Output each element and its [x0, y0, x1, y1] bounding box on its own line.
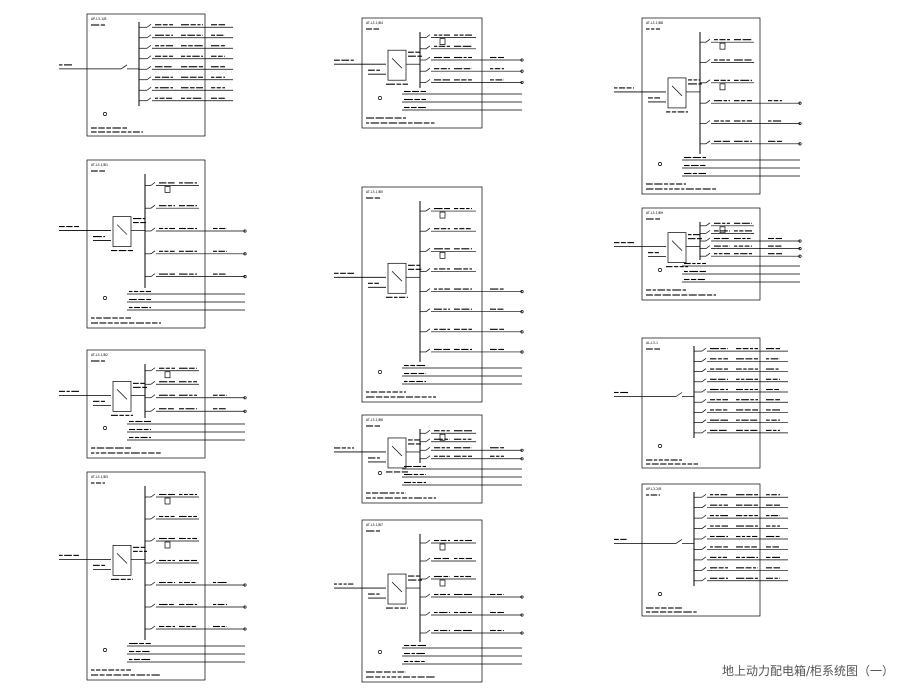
ats-switch — [388, 438, 406, 468]
panel-frame — [362, 187, 482, 402]
ats-switch — [113, 381, 131, 411]
contactor — [440, 212, 445, 218]
ground-icon — [378, 370, 381, 373]
ground-icon — [103, 112, 106, 115]
contactor — [440, 39, 445, 45]
ats-switch — [388, 50, 406, 80]
panel-title: AT-L3-1/B1 — [91, 163, 108, 167]
ats-switch — [388, 263, 406, 293]
ground-icon — [103, 426, 106, 429]
ground-icon — [378, 471, 381, 474]
ground-icon — [103, 648, 106, 651]
panel-p6: AT-L3-1/B5 — [334, 187, 523, 402]
contactor — [440, 544, 445, 550]
contactor — [720, 84, 725, 90]
panel-title: AL-L3-1 — [646, 341, 658, 345]
panel-title: AT-L3-1/B5 — [366, 190, 383, 194]
contactor — [440, 580, 445, 586]
panel-p10: AT-L3-1/B9 — [614, 208, 801, 300]
panel-p11: AL-L3-1 — [614, 338, 788, 468]
panel-frame — [87, 14, 205, 136]
contactor — [165, 186, 170, 192]
panel-frame — [87, 350, 205, 458]
panel-p3: AT-L3-1/B2 — [59, 350, 246, 458]
panel-title: AT-L3-1/B6 — [366, 418, 383, 422]
contactor — [720, 227, 725, 233]
contactor — [720, 43, 725, 49]
ats-switch — [113, 217, 131, 247]
panel-p7: AT-L3-1/B6 — [334, 415, 523, 503]
panel-frame — [362, 520, 482, 682]
ats-switch — [388, 574, 406, 604]
contactor — [440, 252, 445, 258]
panel-p4: AT-L3-1/B3 — [59, 472, 246, 680]
contactor — [165, 542, 170, 548]
panel-p2: AT-L3-1/B1 — [59, 160, 246, 328]
panel-title: AP-L3-1/B — [91, 17, 106, 21]
ats-switch — [668, 78, 686, 108]
panel-title: AT-L3-1/B2 — [91, 353, 108, 357]
ground-icon — [378, 650, 381, 653]
panel-title: AT-L3-1/B3 — [91, 475, 108, 479]
panel-title: AT-L3-1/B4 — [366, 21, 383, 25]
contactor — [165, 372, 170, 378]
sheet-caption: 地上动力配电箱/柜系统图（一） — [722, 662, 894, 679]
ground-icon — [658, 592, 661, 595]
ground-icon — [658, 268, 661, 271]
panel-frame — [642, 18, 760, 194]
panel-title: AT-L3-1/B7 — [366, 523, 383, 527]
ground-icon — [378, 96, 381, 99]
ground-icon — [658, 162, 661, 165]
panel-p8: AT-L3-1/B7 — [334, 520, 523, 682]
contactor — [165, 498, 170, 504]
panel-title: AT-L3-1/B8 — [646, 21, 663, 25]
panel-p1: AP-L3-1/B — [59, 14, 233, 136]
panel-p9: AT-L3-1/B8 — [614, 18, 801, 194]
panel-frame — [362, 18, 482, 128]
ground-icon — [658, 444, 661, 447]
panel-p12: AP-L3-2/B — [614, 484, 788, 616]
ats-switch — [668, 233, 686, 263]
panel-frame — [642, 338, 760, 468]
panel-p5: AT-L3-1/B4 — [334, 18, 523, 128]
panel-title: AP-L3-2/B — [646, 487, 661, 491]
ground-icon — [103, 296, 106, 299]
panel-frame — [87, 472, 205, 680]
panel-title: AT-L3-1/B9 — [646, 211, 663, 215]
panel-frame — [642, 484, 760, 616]
ats-switch — [113, 545, 131, 575]
